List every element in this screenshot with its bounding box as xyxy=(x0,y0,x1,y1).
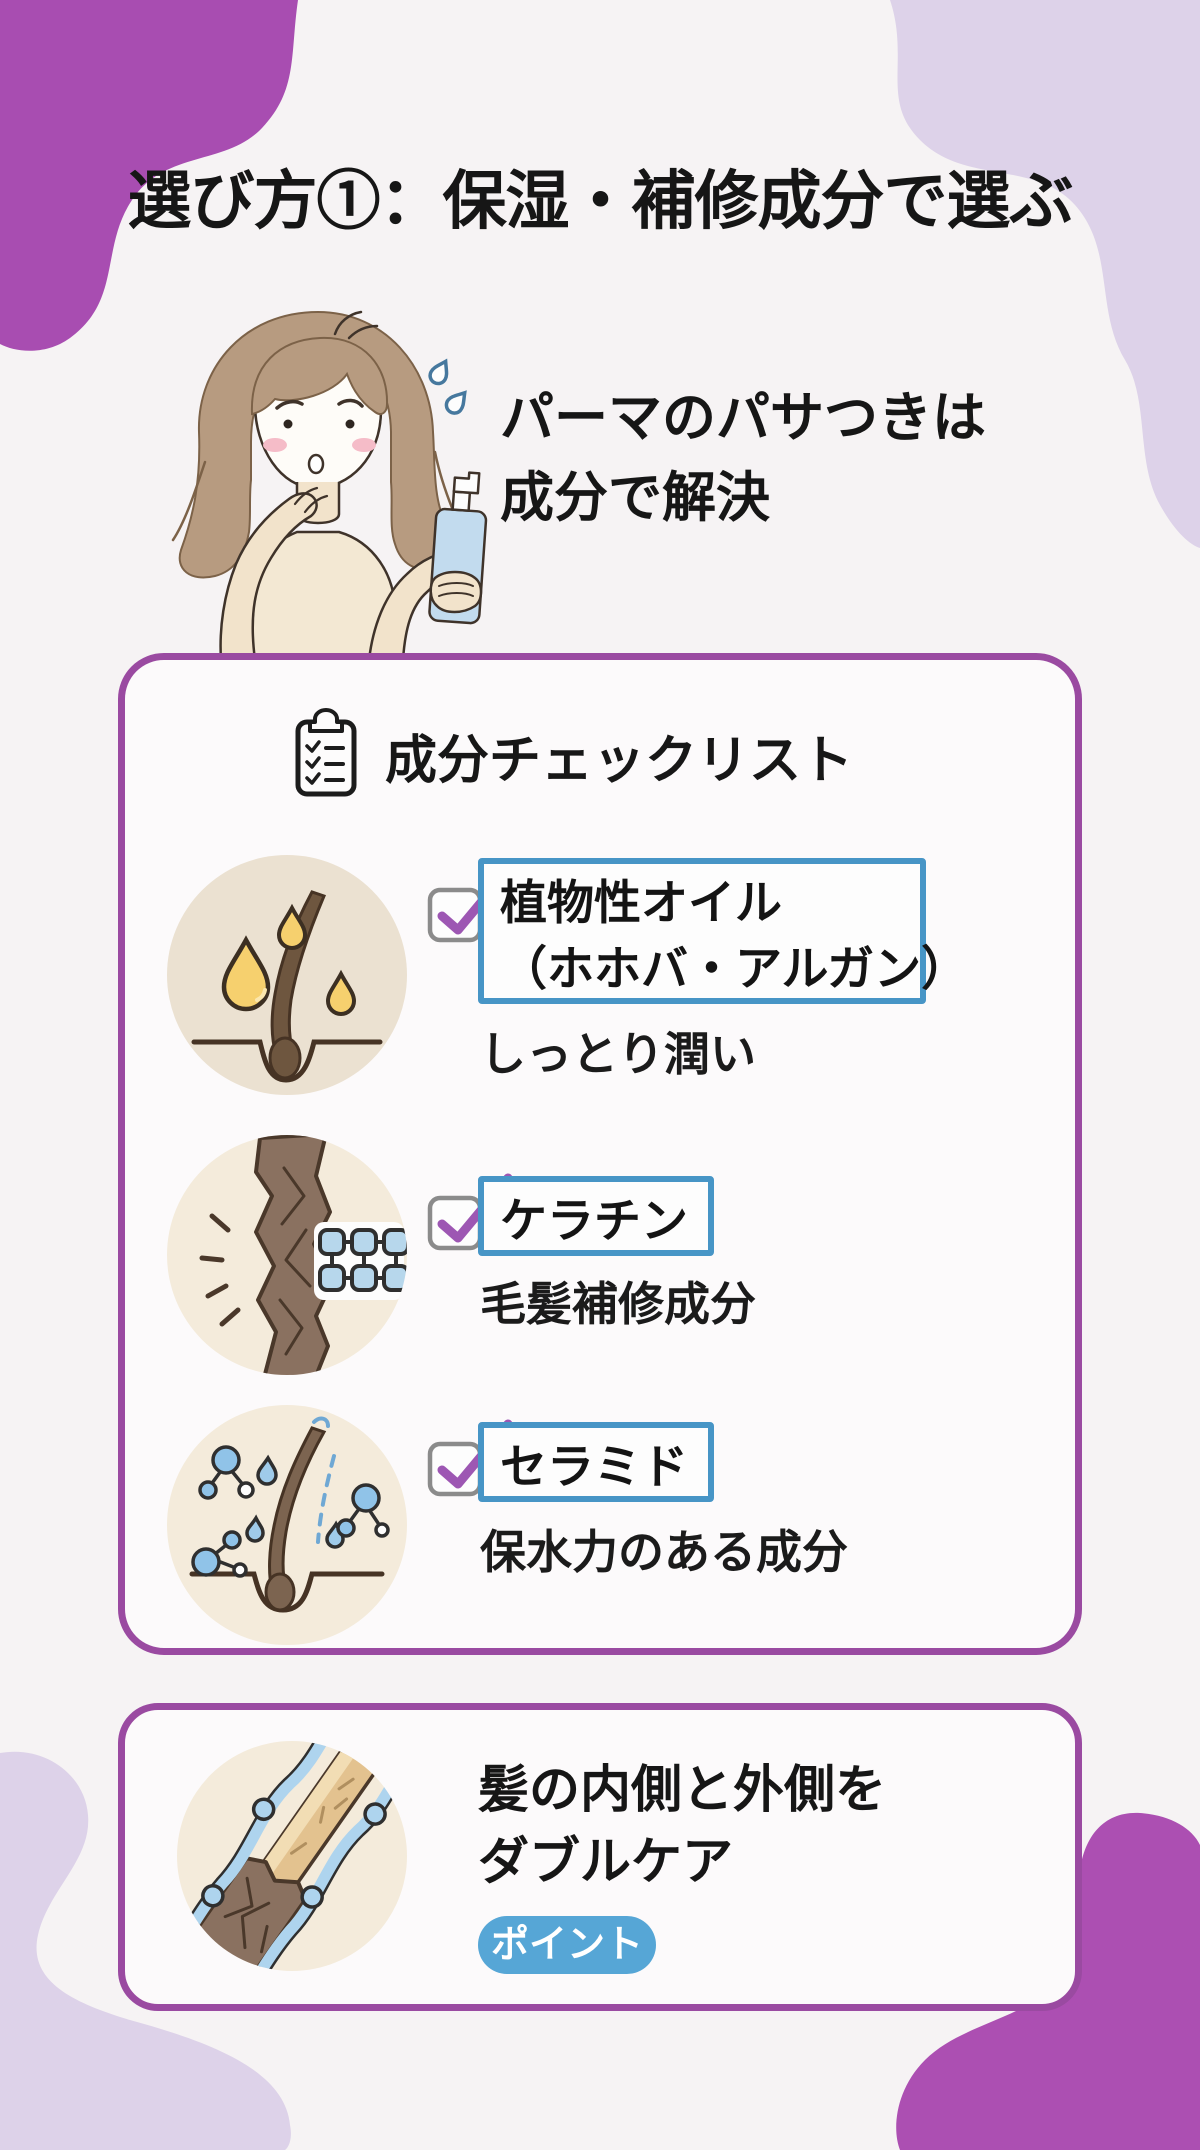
bottom-left-blob xyxy=(0,1751,291,2150)
ingredient-label: 植物性オイル xyxy=(500,876,782,929)
hair-moisture-icon xyxy=(167,1405,407,1645)
tagline-line1: パーマのパサつきは xyxy=(500,388,986,448)
clipboard-checklist-icon xyxy=(295,708,357,797)
ingredient-description: 毛髪補修成分 xyxy=(480,1278,756,1330)
ingredient-label: セラミド xyxy=(500,1440,688,1493)
ingredient-box-ceramide: セラミド xyxy=(478,1422,714,1502)
point-heading-line2: ダブルケア xyxy=(478,1833,734,1890)
ingredient-description: 保水力のある成分 xyxy=(480,1526,848,1578)
point-heading: 髪の内側と外側を ダブルケア xyxy=(478,1754,886,1898)
ingredient-description: しっとり潤い xyxy=(480,1028,756,1080)
ingredient-box-plant-oil: 植物性オイル （ホホバ・アルガン） xyxy=(478,858,969,1004)
ingredient-label: ケラチン xyxy=(500,1194,688,1247)
damaged-hair-keratin-icon xyxy=(167,1135,407,1375)
hair-cross-section-double-care-icon xyxy=(177,1741,407,1971)
ingredient-box-keratin: ケラチン xyxy=(478,1176,714,1256)
checklist-header: 成分チェックリスト xyxy=(385,732,854,790)
worried-woman-illustration xyxy=(171,310,488,662)
top-left-blob xyxy=(0,0,298,351)
top-right-blob xyxy=(890,0,1200,548)
ingredient-label-sub: （ホホバ・アルガン） xyxy=(500,942,969,995)
tagline: パーマのパサつきは 成分で解決 xyxy=(500,378,986,538)
point-heading-line1: 髪の内側と外側を xyxy=(478,1761,887,1818)
bottom-right-blob xyxy=(896,1812,1200,2150)
tagline-line2: 成分で解決 xyxy=(500,468,770,528)
page-title: 選び方①：保湿・補修成分で選ぶ xyxy=(127,165,1074,237)
point-badge: ポイント xyxy=(478,1916,656,1974)
oil-drops-follicle-icon xyxy=(167,855,407,1095)
